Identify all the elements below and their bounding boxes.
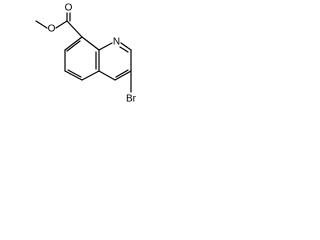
bond-carbonyl-ring <box>66 20 83 38</box>
nitrogen-label: N <box>113 37 120 48</box>
atom-labels: O O N Br <box>48 3 137 105</box>
bromine-label: Br <box>126 94 137 105</box>
bond-c8-c7 <box>64 36 83 51</box>
bond-n1-c2 <box>120 42 132 51</box>
bond-methyl-oxygen <box>35 20 48 29</box>
ester-oxygen-label: O <box>48 24 56 35</box>
bond-c8a-n1 <box>98 42 113 51</box>
bond-oxygen-carbonyl <box>55 20 68 29</box>
carbonyl-oxygen-label: O <box>65 3 73 14</box>
bond-c8a-c8 <box>81 36 100 51</box>
bond-c5-c4a <box>81 70 100 81</box>
molecule-structure: O O N Br <box>35 3 137 105</box>
bond-c6-c5 <box>64 70 83 81</box>
bonds <box>35 12 132 93</box>
bond-n1-c2-inner <box>119 46 129 53</box>
bond-c4-c4a <box>98 70 116 81</box>
bond-c3-c4-inner <box>115 69 129 78</box>
bond-c6-c5-inner <box>67 69 82 78</box>
bond-c3-c4 <box>114 70 132 81</box>
bond-c8-c7-inner <box>66 40 81 52</box>
